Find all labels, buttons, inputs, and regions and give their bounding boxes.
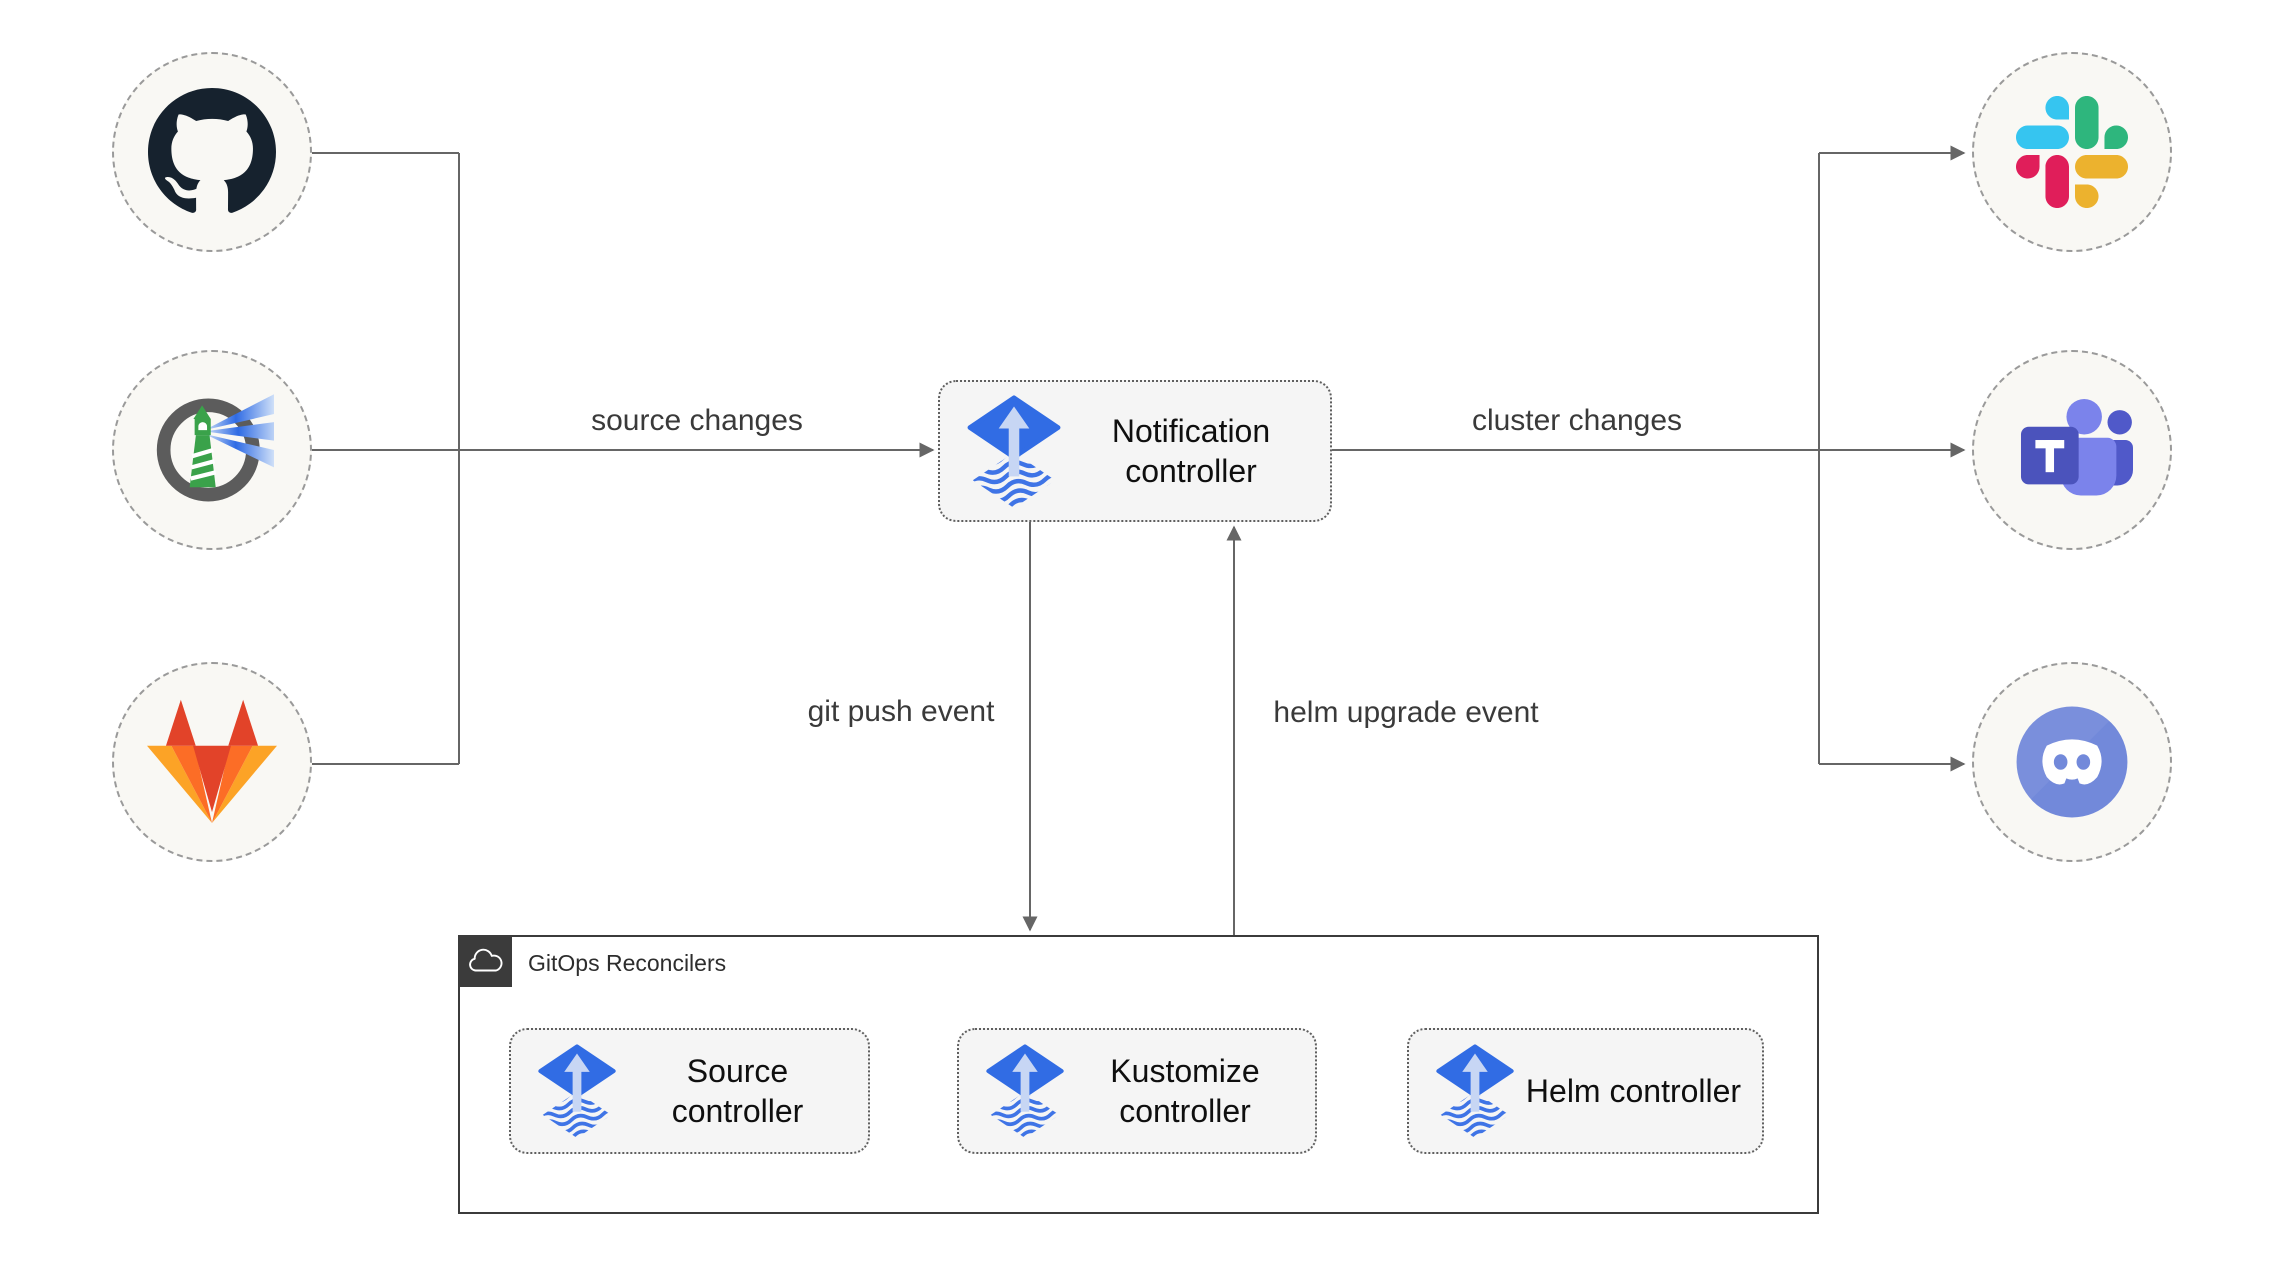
node-kustomize-controller: Kustomize controller xyxy=(957,1028,1317,1154)
edge-label-source-changes: source changes xyxy=(587,404,807,438)
node-gitlab xyxy=(112,662,312,862)
ms-teams-icon xyxy=(2020,398,2133,496)
notification-controller-label: Notification controller xyxy=(1111,413,1271,489)
edge-label-helm-upgrade-event: helm upgrade event xyxy=(1269,696,1543,730)
node-slack xyxy=(1972,52,2172,252)
flux-icon xyxy=(966,395,1062,508)
slack-icon xyxy=(2016,96,2128,208)
source-controller-label: Source controller xyxy=(671,1053,804,1129)
flux-icon xyxy=(1435,1044,1515,1138)
helm-controller-label: Helm controller xyxy=(1525,1073,1742,1109)
github-icon xyxy=(148,88,276,213)
node-harbor xyxy=(112,350,312,550)
gitlab-icon xyxy=(147,699,277,823)
gitops-reconcilers-group: GitOps Reconcilers Source controller Kus… xyxy=(458,935,1819,1214)
harbor-icon xyxy=(156,394,274,502)
node-source-controller: Source controller xyxy=(509,1028,870,1154)
kustomize-controller-label: Kustomize controller xyxy=(1110,1053,1260,1129)
node-github xyxy=(112,52,312,252)
node-notification-controller: Notification controller xyxy=(938,380,1332,522)
discord-icon xyxy=(2010,700,2128,818)
cloud-icon xyxy=(469,948,503,972)
node-helm-controller: Helm controller xyxy=(1407,1028,1764,1154)
flux-icon xyxy=(985,1044,1065,1138)
node-ms-teams xyxy=(1972,350,2172,550)
edge-label-git-push-event: git push event xyxy=(803,695,999,729)
group-title: GitOps Reconcilers xyxy=(528,949,727,976)
edge-label-cluster-changes: cluster changes xyxy=(1467,404,1687,438)
node-discord xyxy=(1972,662,2172,862)
group-badge xyxy=(458,935,512,987)
flux-icon xyxy=(537,1044,617,1138)
